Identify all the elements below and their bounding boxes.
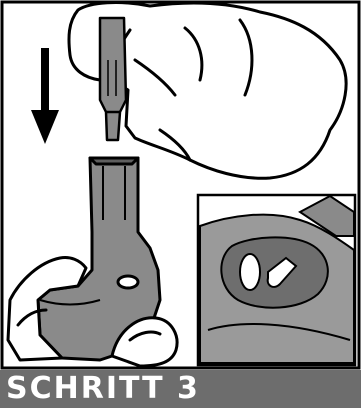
step-caption-bar: SCHRITT 3 [0, 370, 361, 408]
detail-inset [198, 195, 355, 365]
window-slot [240, 254, 260, 290]
instruction-illustration [0, 0, 361, 370]
step-label: SCHRITT 3 [6, 372, 200, 406]
